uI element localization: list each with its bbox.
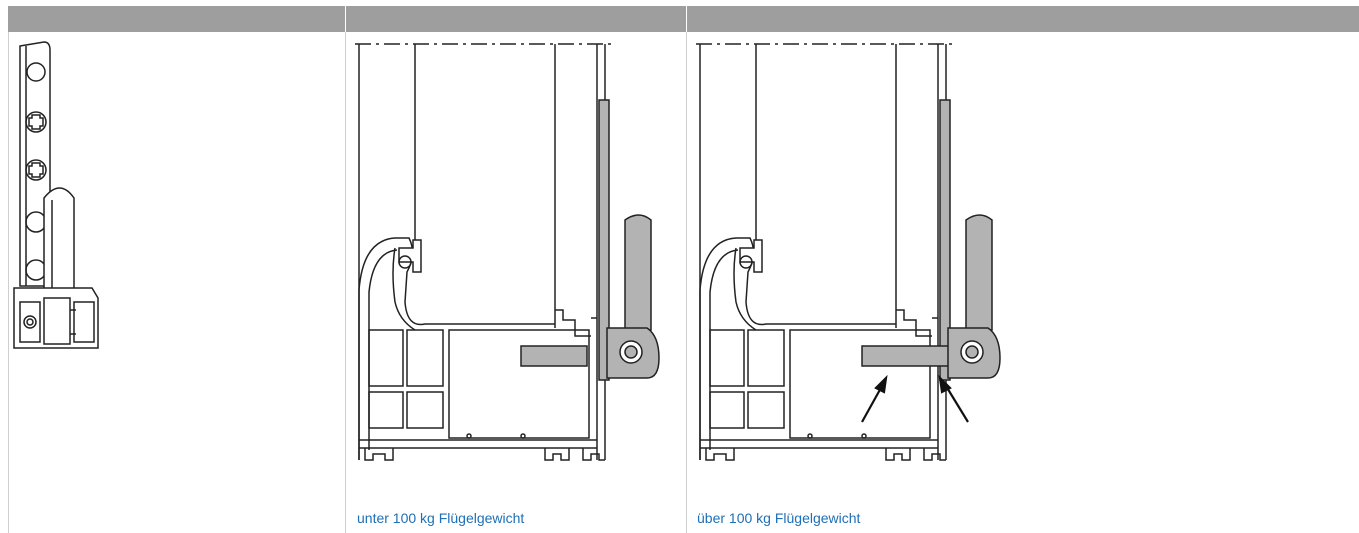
column-line-left <box>8 32 9 533</box>
table-header <box>8 6 1359 32</box>
column-line-mid-1 <box>345 32 346 533</box>
header-divider <box>345 6 346 32</box>
profile-drawing-light <box>355 43 660 461</box>
caption-under-100kg: unter 100 kg Flügelgewicht <box>357 510 525 526</box>
caption-over-100kg: über 100 kg Flügelgewicht <box>697 510 861 526</box>
header-divider <box>686 6 687 32</box>
profile-drawing-heavy <box>696 43 1001 461</box>
column-line-mid-2 <box>686 32 687 533</box>
hinge-drawing <box>13 41 99 349</box>
